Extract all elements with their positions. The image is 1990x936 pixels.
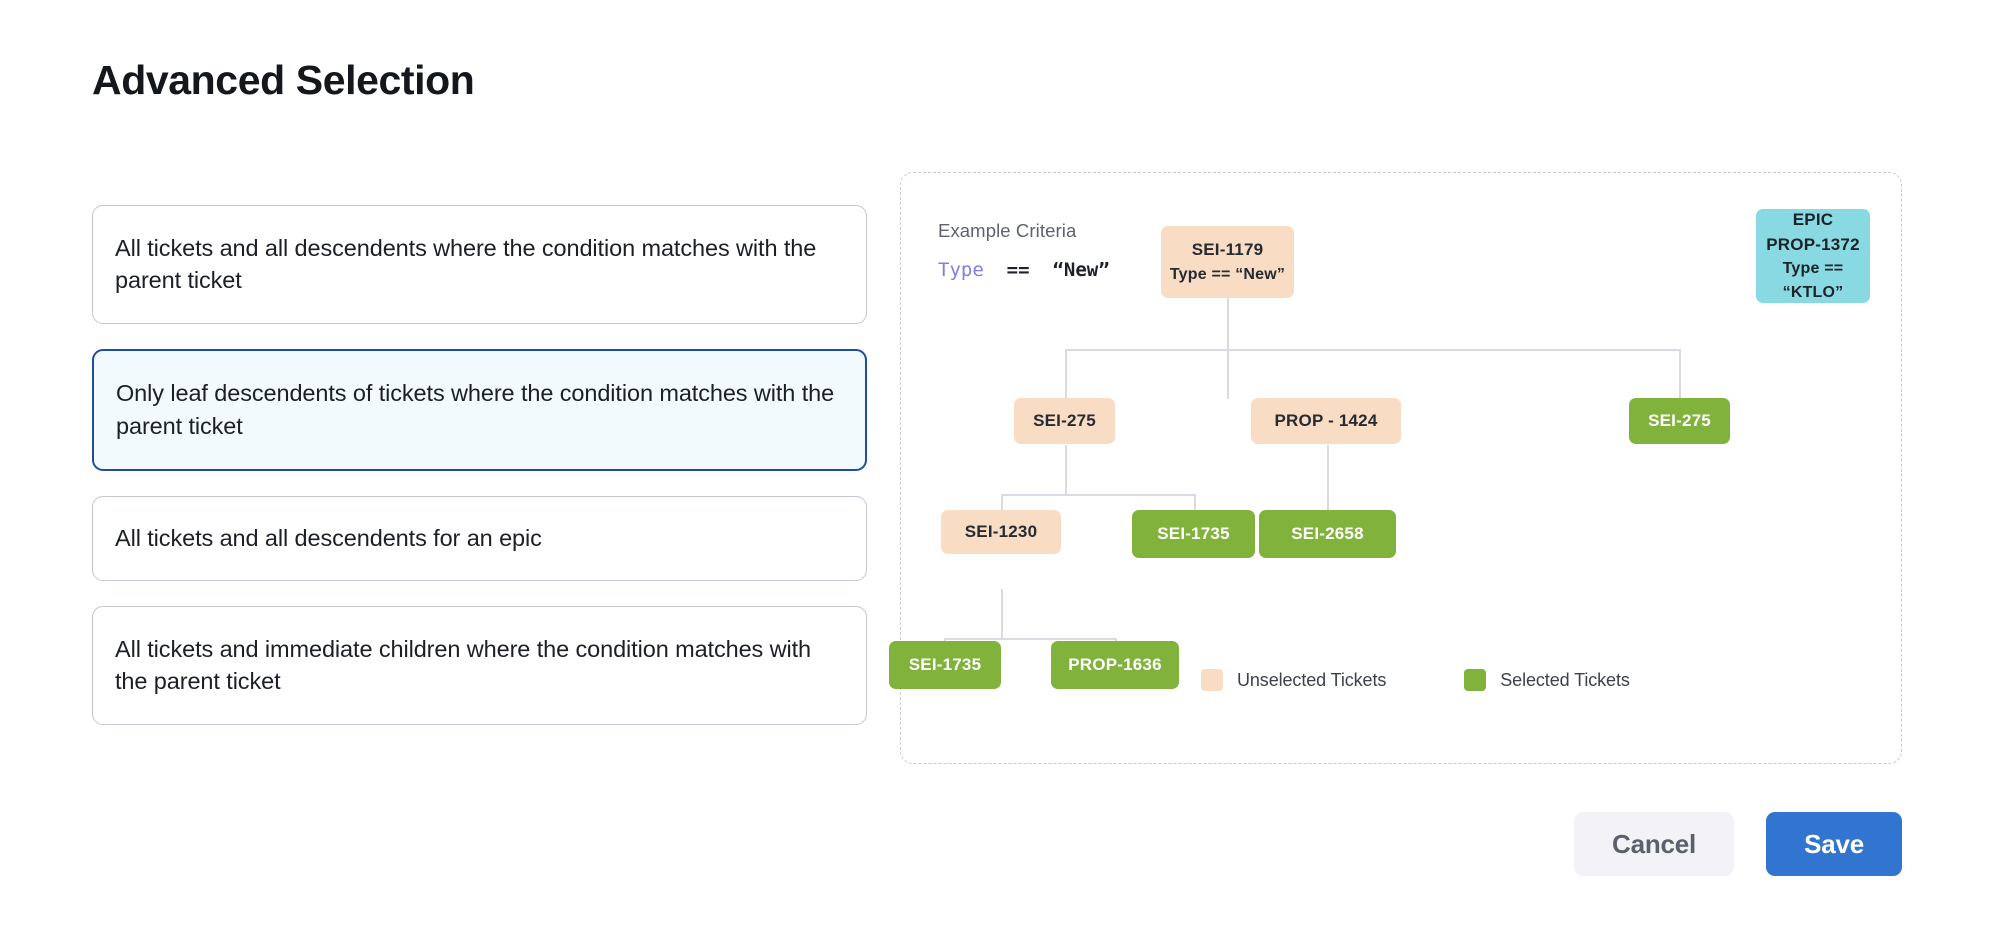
criteria-value: “New” <box>1052 259 1110 281</box>
tree-node-sei-275-b[interactable]: SEI-275 <box>1629 398 1730 444</box>
tree-connector <box>1227 349 1229 399</box>
legend-label: Selected Tickets <box>1500 669 1630 690</box>
legend-label: Unselected Tickets <box>1237 669 1387 690</box>
ticket-tree: SEI-1179 Type == “New” EPIC PROP-1372 Ty… <box>889 173 1901 763</box>
example-diagram-panel: Example Criteria Type == “New” SEI- <box>889 172 1902 764</box>
dialog-footer: Cancel Save <box>1574 812 1902 876</box>
tree-node-prop-1636[interactable]: PROP-1636 <box>1051 641 1179 689</box>
node-subtitle: Type == “New” <box>1169 265 1286 283</box>
criteria-field: Type <box>938 259 984 281</box>
tree-node-sei-2658[interactable]: SEI-2658 <box>1259 510 1396 558</box>
option-label: All tickets and all descendents for an e… <box>115 524 542 551</box>
cancel-button[interactable]: Cancel <box>1574 812 1735 876</box>
save-button[interactable]: Save <box>1766 812 1902 876</box>
legend-swatch-unselected-icon <box>1201 669 1223 691</box>
page-title: Advanced Selection <box>92 57 475 103</box>
node-title: EPIC <box>1792 210 1834 230</box>
option-label: All tickets and all descendents where th… <box>115 235 817 294</box>
option-label: All tickets and immediate children where… <box>115 635 812 695</box>
node-title: SEI-1735 <box>1157 523 1230 543</box>
tree-connector <box>1065 349 1680 351</box>
option-card-epic-descendents[interactable]: All tickets and all descendents for an e… <box>92 495 867 581</box>
tree-connector <box>1679 349 1681 399</box>
tree-node-sei-1230[interactable]: SEI-1230 <box>941 510 1061 554</box>
node-title: SEI-2658 <box>1291 523 1364 543</box>
selection-options-list: All tickets and all descendents where th… <box>92 205 867 726</box>
tree-connector <box>1065 349 1067 399</box>
legend-item-selected: Selected Tickets <box>1464 669 1630 691</box>
node-title: SEI-1230 <box>964 521 1038 541</box>
option-card-immediate-children[interactable]: All tickets and immediate children where… <box>92 605 867 726</box>
criteria-label: Example Criteria <box>938 220 1077 241</box>
option-card-leaf-descendents[interactable]: Only leaf descendents of tickets where t… <box>92 349 867 471</box>
node-title: SEI-1735 <box>908 654 982 674</box>
criteria-operator: == <box>1006 259 1030 281</box>
legend-item-unselected: Unselected Tickets <box>1201 669 1386 691</box>
tree-connector <box>1001 494 1195 496</box>
tree-connector <box>1227 297 1229 350</box>
option-card-all-descendents[interactable]: All tickets and all descendents where th… <box>92 205 867 325</box>
tree-connector <box>1327 445 1329 543</box>
node-subtitle: PROP-1372 <box>1766 234 1860 254</box>
tree-connector <box>1065 445 1067 495</box>
legend-swatch-selected-icon <box>1464 669 1487 691</box>
tree-node-prop-1424[interactable]: PROP - 1424 <box>1251 398 1401 444</box>
node-criteria: Type == “KTLO” <box>1782 260 1844 301</box>
node-title: PROP-1636 <box>1068 654 1162 674</box>
node-title: SEI-1179 <box>1191 240 1264 260</box>
criteria-expression: Type == “New” <box>938 259 1110 281</box>
tree-connector <box>1001 589 1003 639</box>
diagram-legend: Unselected Tickets Selected Tickets <box>1201 669 1630 691</box>
tree-node-sei-1179[interactable]: SEI-1179 Type == “New” <box>1161 226 1294 298</box>
option-label: Only leaf descendents of tickets where t… <box>116 380 835 439</box>
tree-node-sei-275-a[interactable]: SEI-275 <box>1014 398 1115 444</box>
tree-node-epic-prop-1372[interactable]: EPIC PROP-1372 Type == “KTLO” <box>1756 209 1870 303</box>
node-title: SEI-275 <box>1033 410 1096 430</box>
node-title: SEI-275 <box>1648 410 1711 430</box>
tree-node-sei-1735-b[interactable]: SEI-1735 <box>889 641 1001 689</box>
tree-node-sei-1735-a[interactable]: SEI-1735 <box>1132 510 1255 558</box>
node-title: PROP - 1424 <box>1274 410 1378 430</box>
tree-connector <box>944 638 1116 640</box>
